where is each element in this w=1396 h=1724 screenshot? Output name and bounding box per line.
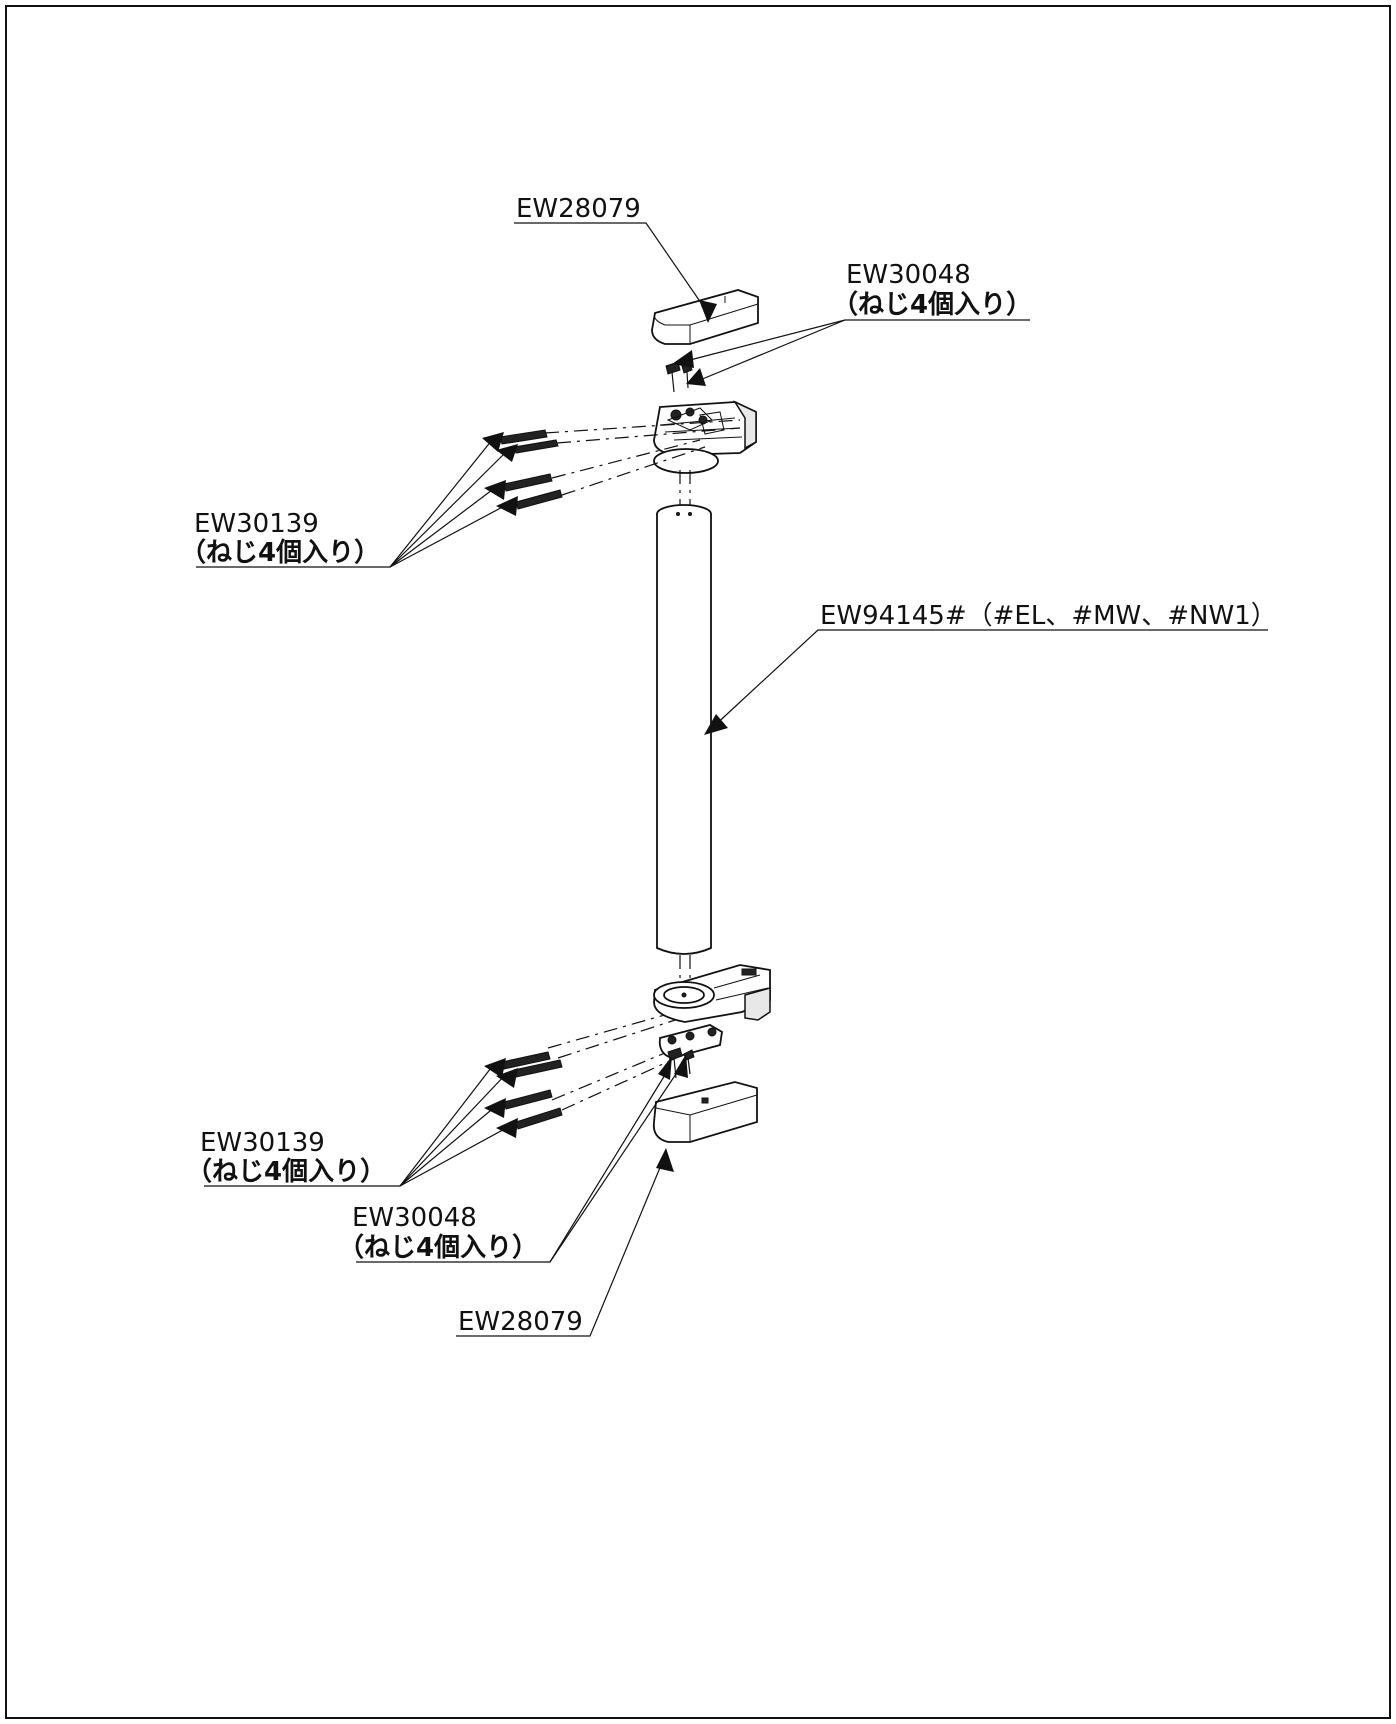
bottom-cap-part [652,1081,758,1143]
label-top-screw-code: EW30048 [846,260,971,290]
label-top-wall-screw-note: （ねじ4個入り） [180,538,380,568]
top-bracket-part [653,400,757,474]
top-wall-screws [499,429,563,510]
label-top-screw-note: （ねじ4個入り） [832,290,1032,320]
label-bottom-screw-code: EW30048 [352,1203,477,1233]
label-bottom-screw-note: （ねじ4個入り） [338,1233,538,1263]
label-top-cap: EW28079 [516,194,641,224]
label-top-wall-screw-code: EW30139 [194,509,319,539]
label-bottom-wall-screw-note: （ねじ4個入り） [186,1157,386,1187]
bottom-bracket-part [653,964,771,1023]
top-cap-part [651,289,759,345]
part-labels: EW28079 EW30048 （ねじ4個入り） EW30139 （ねじ4個入り… [180,194,1277,1337]
label-bar: EW94145#（#EL、#MW、#NW1） [820,601,1277,631]
leaders [196,222,1268,1337]
label-bottom-cap: EW28079 [458,1307,583,1337]
bottom-wall-screws [501,1051,563,1130]
label-bottom-wall-screw-code: EW30139 [200,1128,325,1158]
bottom-small-screws [667,1047,695,1079]
grab-bar-part [656,504,712,955]
drawing-frame [5,5,1391,1719]
